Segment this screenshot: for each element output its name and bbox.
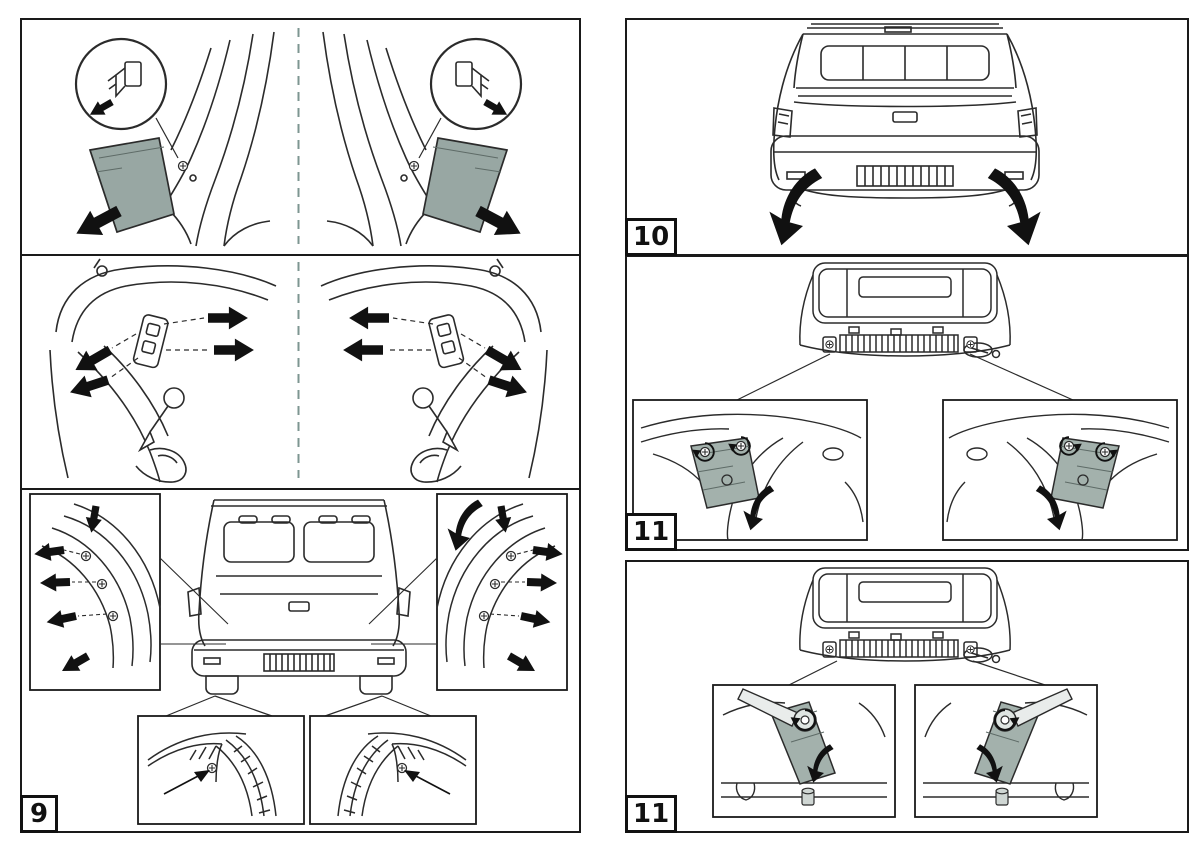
step9-illustration [29, 493, 575, 825]
car-rear-bumper-removal [770, 23, 1040, 207]
clip-detail-callout [74, 37, 168, 131]
panel-step-11-bolts: 11 [625, 560, 1189, 833]
mudflap-detail-left [137, 715, 305, 825]
detail-leader-line [972, 660, 1046, 686]
bolt-installation-detail-right [915, 685, 1097, 817]
push-arrow [214, 338, 254, 362]
panel-step-11-brackets: 11 [625, 255, 1189, 551]
fastener-removal-left [49, 258, 277, 483]
car-rear-bumper-removed [800, 568, 1010, 663]
section-clip-removal [22, 254, 579, 490]
pillar-trim-removal-right [323, 32, 527, 246]
section-step-9 [22, 488, 579, 827]
step-number-text: 9 [29, 799, 49, 829]
push-arrow [208, 306, 248, 330]
step-number-text: 10 [633, 222, 670, 252]
car-rear-open-tailgate [187, 499, 411, 695]
bumper-bracket-detail-right [943, 400, 1177, 540]
fastener-removal-right [321, 259, 547, 482]
trim-panel-piece [88, 137, 175, 234]
pull-arrow [69, 340, 116, 380]
step-number-9-box: 9 [20, 795, 58, 833]
screw-pointer-arrow [194, 770, 210, 782]
retainer-clip [132, 314, 169, 369]
section-trim-removal [22, 20, 579, 256]
detail-leader-lines [165, 695, 273, 717]
detail-leader-line [969, 353, 1074, 401]
bumper-pull-arrow-right [987, 168, 1041, 246]
step10-illustration [769, 23, 1041, 246]
mudflap-detail-right [310, 716, 476, 824]
detail-leader-lines [324, 695, 432, 717]
car-rear-bumper-removed [799, 262, 1011, 359]
detail-leader-line [788, 660, 838, 686]
bumper-pull-arrow-left [769, 168, 823, 246]
step-number-10-box: 10 [625, 218, 678, 256]
clip-removal-illustration [49, 254, 575, 486]
panel-step-10: 10 [625, 18, 1189, 256]
wheel-arch-detail-left [29, 493, 229, 691]
pillar-trim-removal-left [69, 31, 275, 247]
step-number-text: 11 [633, 799, 670, 829]
step-number-11-box: 11 [625, 513, 678, 551]
step-number-11-box: 11 [625, 795, 678, 833]
left-instruction-panel: 9 [20, 18, 581, 833]
pull-arrow [66, 369, 112, 404]
step11-bolts-illustration [712, 562, 1183, 818]
bolt-installation-detail-left [712, 684, 896, 818]
detail-leader-line [736, 353, 831, 401]
trim-removal-illustration [69, 28, 575, 252]
step-number-text: 11 [633, 517, 670, 547]
step11-brackets-illustration [632, 262, 1183, 541]
